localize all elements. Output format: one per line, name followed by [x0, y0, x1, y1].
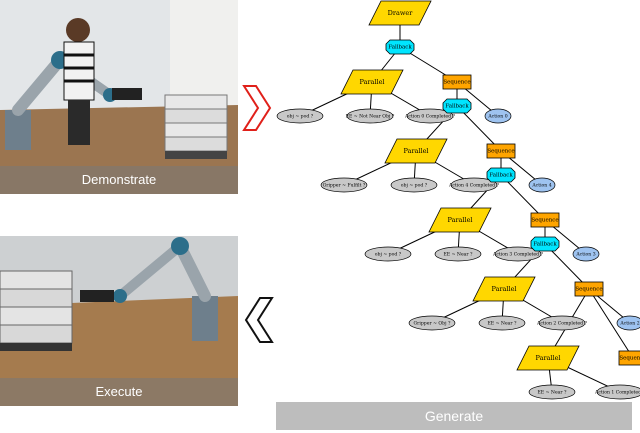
action-node-3-label: Action 3	[575, 252, 595, 258]
demonstrate-caption: Demonstrate	[0, 166, 238, 194]
condition-node-3-1-label: obj ~ pod ?	[375, 252, 402, 258]
parallel-node-2	[384, 138, 448, 164]
right-chevron-icon	[242, 85, 272, 131]
sequence-node-4-label: Sequence	[575, 287, 602, 293]
fallback-node-1-label: Fallback	[388, 45, 412, 51]
parallel-node-3-label: Parallel	[447, 216, 472, 224]
parallel-node-1-label: Parallel	[359, 78, 384, 86]
fallback-node-4-label: Fallback	[533, 242, 557, 248]
sequence-node-2	[486, 143, 516, 159]
tree-edge	[500, 174, 546, 221]
sequence-node-3	[530, 212, 560, 228]
fallback-node-3	[486, 167, 516, 183]
generate-bar: Generate	[276, 402, 632, 430]
fallback-node-2-label: Fallback	[445, 104, 469, 110]
condition-node-1-3	[406, 108, 454, 124]
condition-node-1-2-label: EE ~ Not Near Obj ?	[346, 114, 395, 120]
condition-node-1-1	[276, 108, 324, 124]
condition-node-1-3-label: Action 0 Completed ?	[404, 114, 456, 120]
condition-node-5-2-label: Action 1 Completed ?	[594, 390, 640, 396]
parallel-node-5	[516, 345, 580, 371]
condition-node-4-1-label: Gripper ~ Obj ?	[414, 321, 451, 327]
sequence-node-2-label: Sequence	[487, 149, 514, 155]
drawer-stack	[164, 94, 228, 159]
parallel-node-5-label: Parallel	[535, 354, 560, 362]
condition-node-4-2-label: EE ~ Near ?	[487, 321, 517, 327]
tree-edge	[588, 288, 634, 359]
fallback-node-3-label: Fallback	[489, 173, 513, 179]
tree-edges	[299, 13, 640, 393]
robot-arm	[80, 237, 218, 341]
condition-node-3-3-label: Action 3 Completed ?	[492, 252, 544, 258]
condition-node-2-2-label: obj ~ pod ?	[401, 183, 428, 189]
action-node-2-label: Action 4	[531, 183, 551, 189]
action-node-2	[528, 177, 556, 193]
parallel-node-4	[472, 276, 536, 302]
tree-edge	[544, 243, 590, 290]
action-node-4	[616, 315, 640, 331]
sequence-node-3-label: Sequence	[531, 218, 558, 224]
sequence-node-1	[442, 74, 472, 90]
sequence-node-4	[574, 281, 604, 297]
drawer-stack	[0, 270, 73, 351]
fallback-node-4	[530, 236, 560, 252]
condition-node-2-3-label: Action 4 Completed ?	[448, 183, 500, 189]
parallel-node-4-label: Parallel	[491, 285, 516, 293]
action-node-1	[484, 108, 512, 124]
person	[63, 18, 95, 145]
condition-node-3-2-label: EE ~ Near ?	[443, 252, 473, 258]
condition-node-1-1-label: obj ~ pod ?	[287, 114, 314, 120]
parallel-node-3	[428, 207, 492, 233]
condition-node-5-1-label: EE ~ Near ?	[537, 390, 567, 396]
condition-node-2-3	[450, 177, 498, 193]
tree-edge	[456, 105, 502, 152]
demonstrate-photo: Demonstrate	[0, 0, 238, 194]
sequence-node-5	[618, 350, 640, 366]
condition-node-3-3	[494, 246, 542, 262]
condition-node-5-1	[528, 384, 576, 400]
condition-node-3-2	[434, 246, 482, 262]
condition-node-3-1	[364, 246, 412, 262]
parallel-node-2-label: Parallel	[403, 147, 428, 155]
condition-node-2-2	[390, 177, 438, 193]
action-node-1-label: Action 0	[487, 114, 507, 120]
condition-node-4-3	[538, 315, 586, 331]
condition-node-4-2	[478, 315, 526, 331]
condition-node-4-1	[408, 315, 456, 331]
left-chevron-icon	[244, 297, 274, 343]
action-node-4-label: Action 2	[619, 321, 639, 327]
fallback-node-2	[442, 98, 472, 114]
sequence-node-1-label: Sequence	[443, 80, 470, 86]
action-node-3	[572, 246, 600, 262]
drawer-node-label: Drawer	[388, 9, 414, 17]
execute-photo: Execute	[0, 236, 238, 406]
sequence-node-5-label: Sequence	[619, 356, 640, 362]
execute-caption: Execute	[0, 378, 238, 406]
condition-node-1-2	[346, 108, 394, 124]
condition-node-5-2	[596, 384, 640, 400]
condition-node-2-1	[320, 177, 368, 193]
drawer-node	[368, 0, 432, 26]
parallel-node-1	[340, 69, 404, 95]
condition-node-4-3-label: Action 2 Completed ?	[536, 321, 588, 327]
fallback-node-1	[385, 39, 415, 55]
demonstration-scene	[0, 0, 238, 194]
condition-node-2-1-label: Gripper ~ Fulfilt ?	[323, 183, 366, 189]
